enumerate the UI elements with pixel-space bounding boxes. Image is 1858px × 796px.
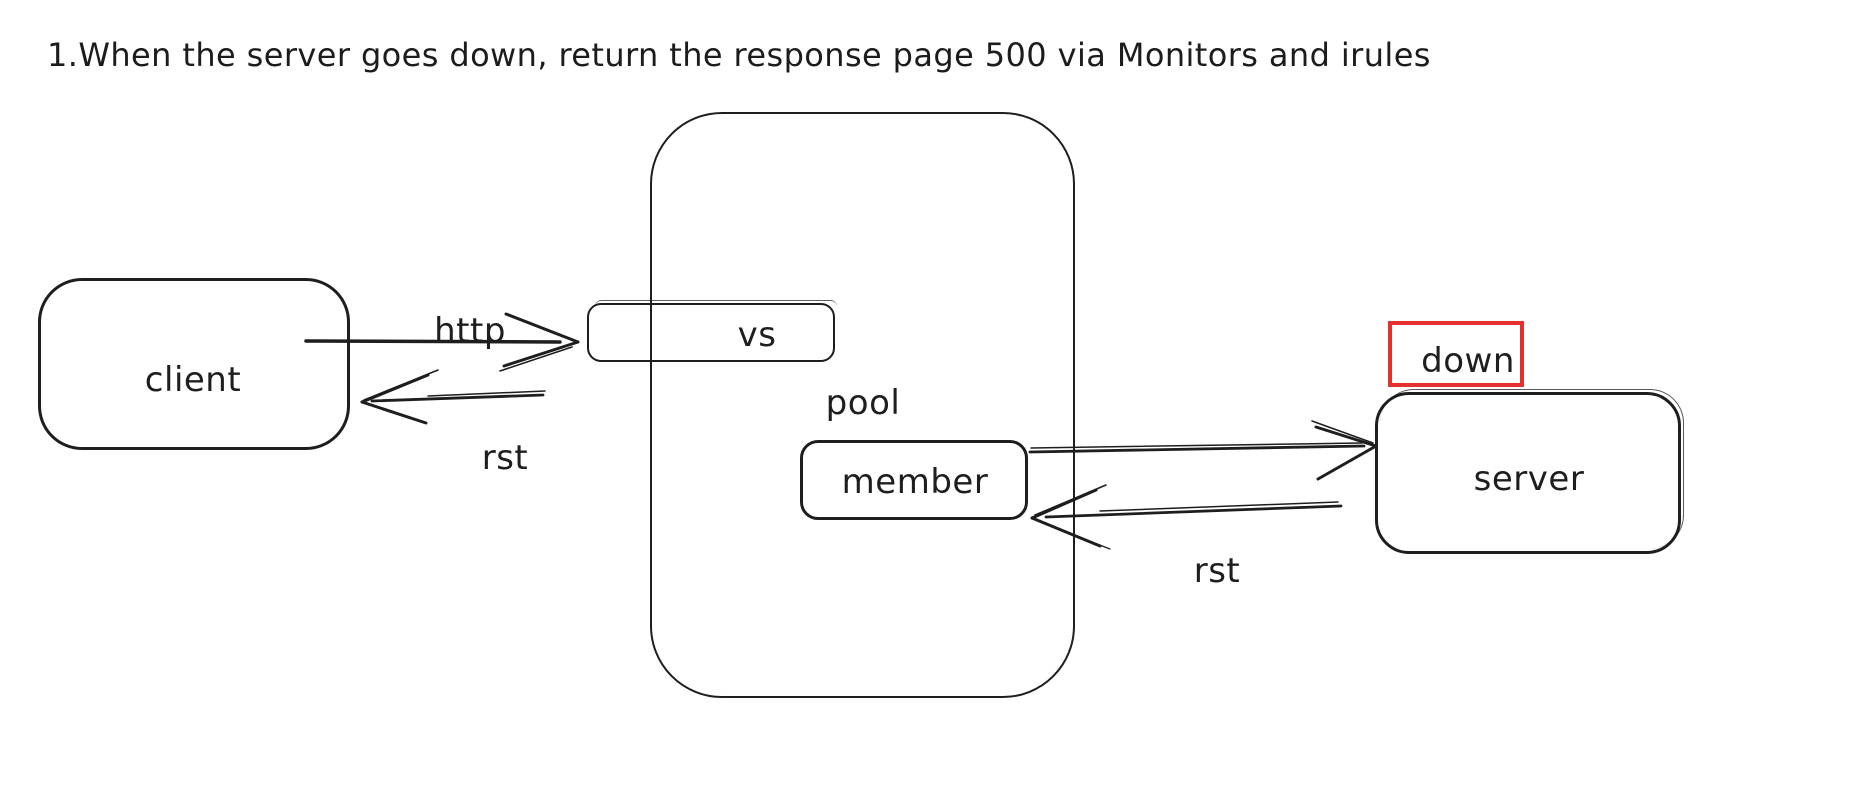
pool-label: pool [825,383,901,423]
rst-to-client-arrow [360,369,546,425]
down-label: down [1421,341,1515,381]
rst-client-label: rst [481,438,529,478]
member-to-server-arrow [1028,420,1378,481]
diagram-title: 1.When the server goes down, return the … [47,36,1431,74]
vs-node [587,300,837,362]
http-label: http [434,311,506,351]
server-label: server [1473,459,1585,499]
down-highlight-box [1388,321,1524,387]
client-node [38,278,350,450]
rst-to-member-arrow [1030,484,1343,550]
client-label: client [144,360,242,400]
vs-label: vs [737,315,777,355]
loadbalancer-container [650,112,1075,698]
rst-server-label: rst [1193,551,1241,591]
pool-member-node [800,440,1028,520]
member-label: member [841,462,989,502]
